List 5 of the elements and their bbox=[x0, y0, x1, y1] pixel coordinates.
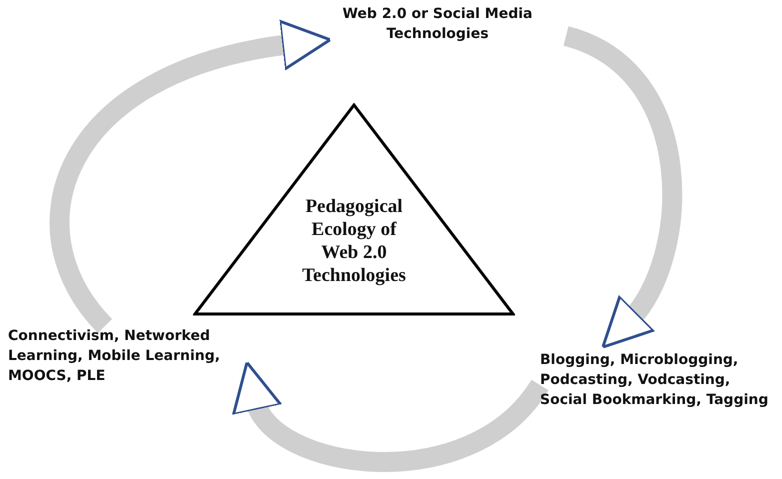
label-text: Connectivism, Networked Learning, Mobile Learning, MOOCS, PLE bbox=[8, 327, 222, 386]
label-text: Blogging, Microblogging, Podcasting, Vodcasting, Social Bookmarking, Tagging bbox=[540, 351, 770, 410]
center-title: Pedagogical Ecology of Web 2.0 Technologies bbox=[301, 195, 407, 287]
label-text: Web 2.0 or Social Media Technologies bbox=[341, 5, 534, 44]
curved-block-arrow bbox=[50, 20, 332, 332]
